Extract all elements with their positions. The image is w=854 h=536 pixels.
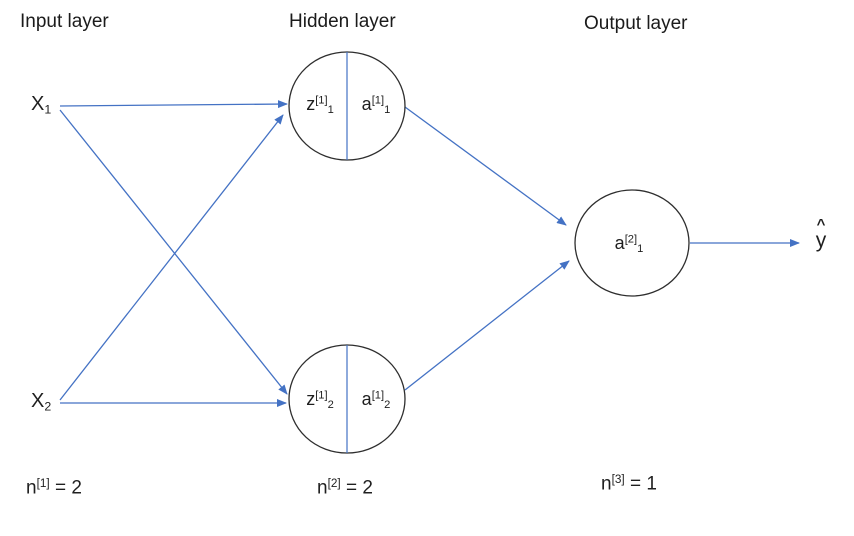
hidden2-z-label: z[1]2 [306, 389, 334, 411]
x1-base: X [31, 93, 45, 115]
input-label-x2: X2 [31, 390, 51, 414]
edges [59, 100, 800, 407]
output-node-label: a[2]1 [615, 233, 644, 255]
layer1-size-label: n[1] = 2 [26, 477, 82, 499]
input-label-x1: X1 [31, 93, 51, 117]
prediction-label-yhat: ^ y [808, 216, 834, 252]
input-layer-title: Input layer [20, 11, 109, 32]
hidden-layer-title: Hidden layer [289, 11, 396, 32]
x1-subscript: 1 [44, 102, 52, 117]
hidden2-z-superscript: [1] [315, 389, 328, 402]
n1-superscript: [1] [36, 477, 50, 490]
hidden1-z-label: z[1]1 [306, 94, 334, 116]
hidden2-a-label: a[1]2 [362, 389, 391, 411]
n1-base: n [26, 477, 37, 499]
output-a-superscript: [2] [624, 233, 638, 246]
n3-superscript: [3] [611, 473, 625, 486]
output-a-subscript: 1 [637, 243, 644, 256]
hidden1-a-subscript: 1 [384, 104, 391, 117]
layer2-size-label: n[2] = 2 [317, 477, 373, 499]
yhat-caret: ^ [816, 216, 826, 233]
x2-base: X [31, 390, 45, 412]
hidden2-z-base: z [306, 388, 316, 409]
n2-base: n [317, 477, 328, 499]
hidden1-a-label: a[1]1 [362, 94, 391, 116]
n3-base: n [601, 473, 612, 495]
yhat-base: y [815, 229, 827, 252]
n2-superscript: [2] [327, 477, 341, 490]
edge-x1-to-hidden2 [59, 109, 288, 395]
edge-hidden1-to-output [404, 106, 567, 226]
output-layer-title: Output layer [584, 13, 688, 34]
hidden2-a-superscript: [1] [371, 389, 385, 402]
hidden1-a-base: a [361, 93, 372, 114]
x2-subscript: 2 [44, 399, 52, 414]
hidden2-a-base: a [361, 388, 372, 409]
n1-value: = 2 [49, 477, 82, 499]
layer3-size-label: n[3] = 1 [601, 473, 657, 495]
edge-x2-to-hidden1 [59, 114, 284, 401]
hidden1-z-subscript: 1 [327, 104, 334, 117]
edge-x1-to-hidden1 [59, 100, 288, 109]
n3-value: = 1 [624, 473, 657, 495]
n2-value: = 2 [340, 477, 373, 499]
output-a-base: a [614, 232, 625, 253]
hidden1-a-superscript: [1] [371, 94, 385, 107]
hidden1-z-base: z [306, 93, 316, 114]
hidden2-z-subscript: 2 [327, 399, 334, 412]
edge-hidden2-to-output [404, 260, 570, 391]
hidden2-a-subscript: 2 [384, 399, 391, 412]
output-node-circle [574, 189, 690, 297]
hidden1-z-superscript: [1] [315, 94, 328, 107]
